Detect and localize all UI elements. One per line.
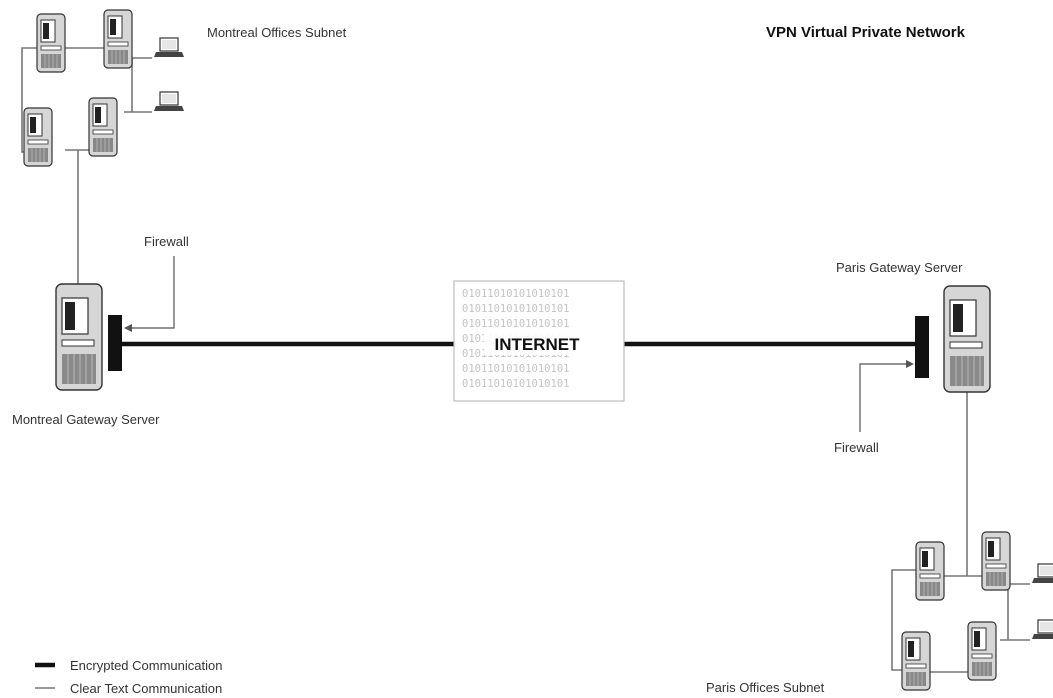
montreal-subnet-label: Montreal Offices Subnet bbox=[207, 25, 347, 40]
paris-gateway-server-icon bbox=[943, 285, 991, 393]
diagram-title: VPN Virtual Private Network bbox=[766, 24, 966, 41]
paris-subnet-label: Paris Offices Subnet bbox=[706, 680, 825, 695]
montreal-server-3-icon bbox=[23, 107, 53, 167]
paris-gateway: Paris Gateway Server Firewall bbox=[834, 260, 991, 455]
paris-firewall-icon bbox=[915, 316, 929, 378]
montreal-server-2-icon bbox=[103, 9, 133, 69]
binary-row: 01011010101010101 bbox=[462, 303, 569, 315]
montreal-subnet: Montreal Offices Subnet bbox=[21, 9, 347, 284]
montreal-firewall-pointer bbox=[130, 256, 175, 329]
montreal-gateway-label: Montreal Gateway Server bbox=[12, 412, 160, 427]
paris-firewall-pointer bbox=[859, 363, 908, 432]
legend-encrypted-label: Encrypted Communication bbox=[70, 658, 222, 673]
paris-subnet-links bbox=[891, 392, 1030, 673]
internet-label: INTERNET bbox=[495, 335, 581, 354]
montreal-gateway-server-icon bbox=[55, 283, 103, 391]
montreal-server-4-icon bbox=[88, 97, 118, 157]
legend: Encrypted Communication Clear Text Commu… bbox=[35, 658, 222, 696]
paris-laptop-1-icon bbox=[1031, 563, 1053, 584]
montreal-gateway: Montreal Gateway Server Firewall bbox=[12, 234, 189, 427]
montreal-firewall-label: Firewall bbox=[144, 234, 189, 249]
paris-server-4-icon bbox=[967, 621, 997, 681]
paris-gateway-label: Paris Gateway Server bbox=[836, 260, 963, 275]
internet-cloud: 01011010101010101 01011010101010101 0101… bbox=[453, 280, 625, 402]
montreal-server-1-icon bbox=[36, 13, 66, 73]
binary-row: 01011010101010101 bbox=[462, 363, 569, 375]
paris-server-1-icon bbox=[915, 541, 945, 601]
paris-server-2-icon bbox=[981, 531, 1011, 591]
montreal-laptop-2-icon bbox=[153, 91, 185, 112]
binary-row: 01011010101010101 bbox=[462, 318, 569, 330]
montreal-firewall-icon bbox=[108, 315, 122, 371]
paris-subnet: Paris Offices Subnet bbox=[706, 392, 1053, 695]
binary-row: 01011010101010101 bbox=[462, 288, 569, 300]
paris-server-3-icon bbox=[901, 631, 931, 691]
binary-row: 01011010101010101 bbox=[462, 378, 569, 390]
arrow-head-icon bbox=[124, 324, 132, 332]
montreal-laptop-1-icon bbox=[153, 37, 185, 58]
paris-firewall-label: Firewall bbox=[834, 440, 879, 455]
legend-clear-label: Clear Text Communication bbox=[70, 681, 222, 696]
paris-laptop-2-icon bbox=[1031, 619, 1053, 640]
arrow-head-icon bbox=[906, 360, 914, 368]
